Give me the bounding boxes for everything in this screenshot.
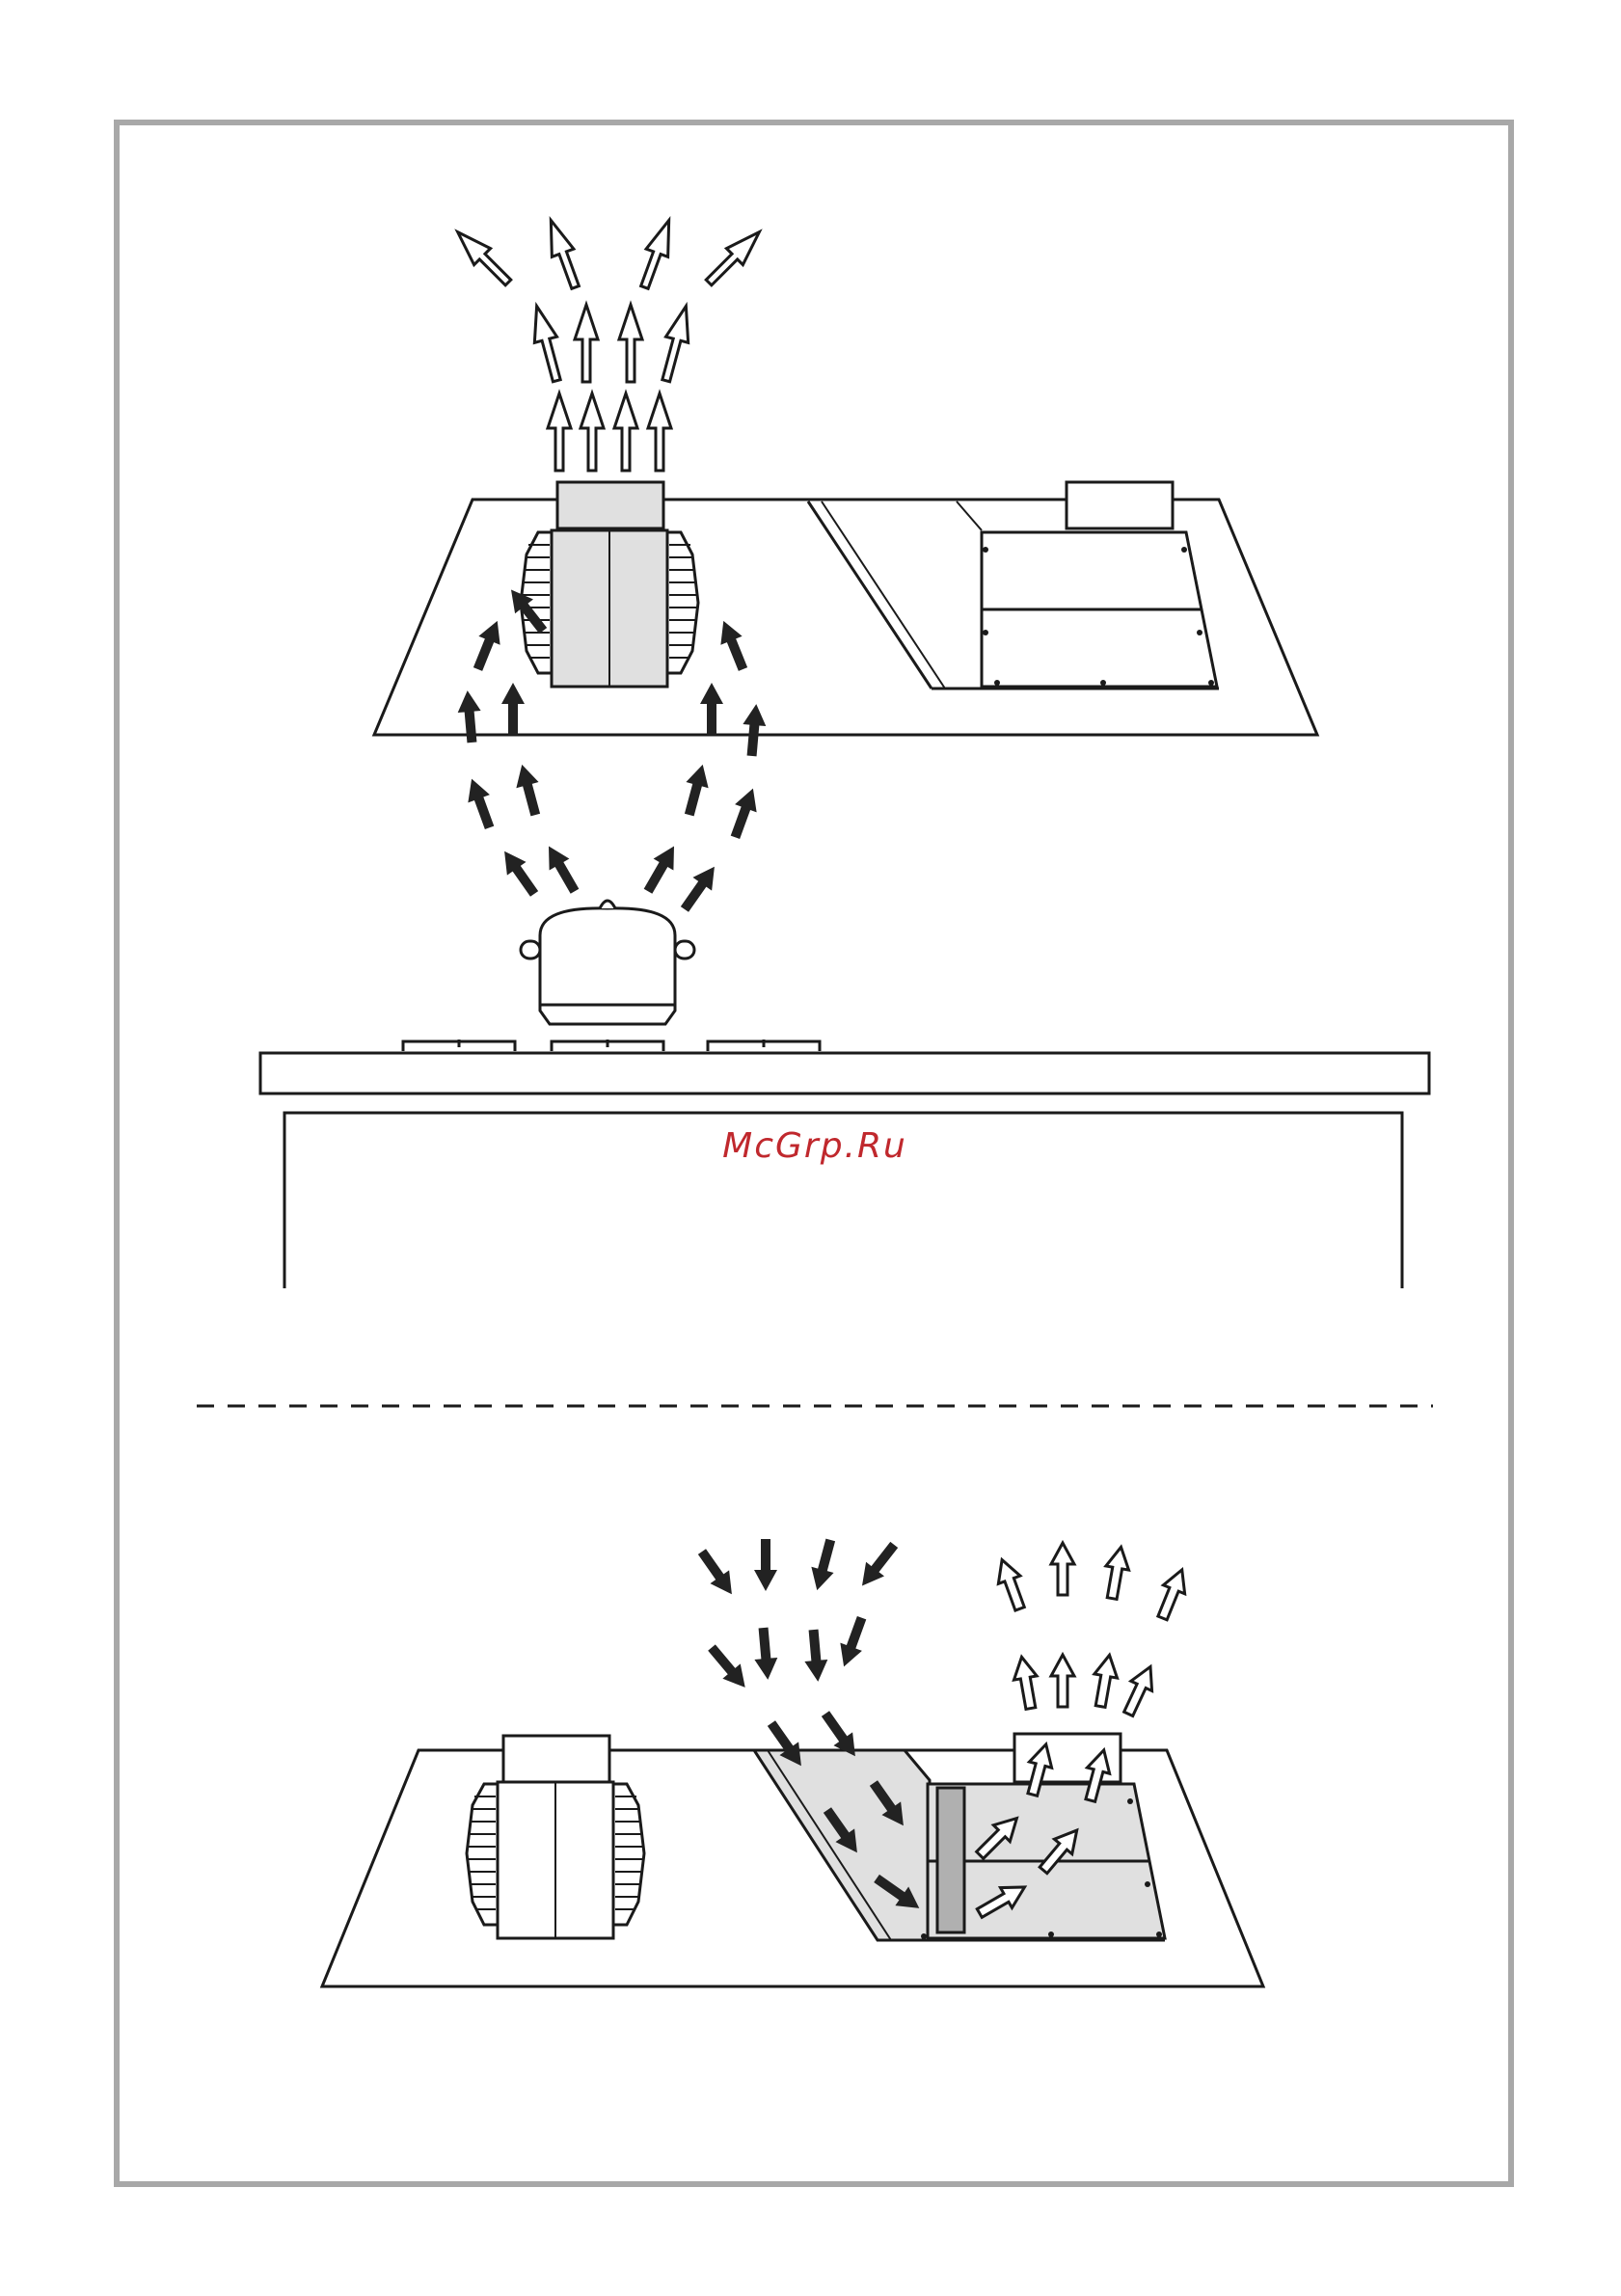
top-exhaust-arrows	[449, 216, 768, 471]
countertop	[260, 1053, 1429, 1094]
intake-arrow-icon	[802, 1629, 830, 1683]
suction-arrow-icon	[678, 762, 714, 818]
intake-arrow-icon	[754, 1539, 777, 1591]
exhaust-arrow-icon	[655, 303, 697, 383]
exhaust-arrow-icon	[648, 393, 671, 471]
outflow-arrow-icon	[1118, 1661, 1161, 1718]
suction-arrow-icon	[638, 840, 685, 897]
pot-icon	[521, 901, 694, 1024]
exhaust-arrow-icon	[548, 393, 571, 471]
intake-arrow-icon	[833, 1614, 873, 1671]
exhaust-arrow-icon	[449, 224, 516, 290]
exhaust-arrow-icon	[634, 216, 680, 291]
intake-arrow-icon	[806, 1537, 842, 1593]
filter-icon	[937, 1788, 964, 1932]
intake-arrow-icon	[703, 1640, 754, 1695]
exhaust-arrow-icon	[619, 305, 642, 382]
outflow-arrow-icon	[1051, 1655, 1074, 1707]
exhaust-arrow-icon	[526, 303, 568, 383]
outflow-arrow-icon	[1089, 1653, 1121, 1708]
exhaust-arrow-icon	[540, 216, 586, 291]
suction-arrow-icon	[511, 762, 547, 818]
outflow-arrow-icon	[1151, 1565, 1192, 1622]
watermark-text: McGrp.Ru	[675, 1126, 955, 1166]
outflow-arrow-icon	[1011, 1655, 1042, 1710]
suction-arrow-icon	[539, 840, 585, 897]
intake-arrow-icon	[692, 1545, 742, 1601]
outflow-arrow-icon	[1051, 1543, 1074, 1595]
intake-arrow-icon	[853, 1538, 904, 1593]
suction-arrow-icon	[724, 784, 764, 841]
suction-arrow-icon	[495, 845, 544, 901]
bottom-scene	[322, 1537, 1263, 1986]
outflow-arrow-icon	[1100, 1545, 1132, 1600]
intake-arrow-icon	[752, 1627, 780, 1681]
burners	[403, 1040, 820, 1051]
exhaust-arrow-icon	[575, 305, 598, 382]
exhaust-arrow-icon	[581, 393, 604, 471]
outflow-arrow-icon	[991, 1555, 1031, 1612]
suction-arrow-icon	[675, 860, 724, 916]
exhaust-arrow-icon	[614, 393, 637, 471]
exhaust-arrow-icon	[701, 224, 768, 290]
suction-arrow-icon	[461, 774, 500, 831]
